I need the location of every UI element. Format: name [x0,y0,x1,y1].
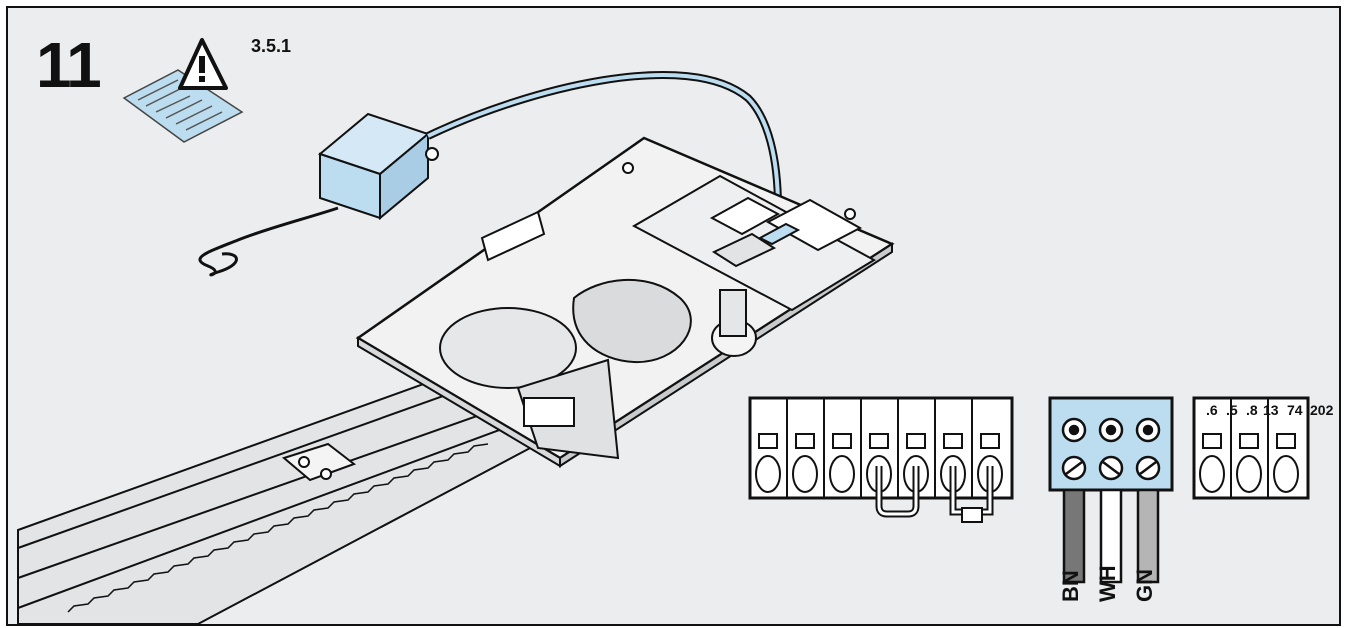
power-supply-unit [317,112,439,221]
illustration-frame: 11 3.5.1 [6,6,1341,626]
terminal-block-main [748,396,1014,523]
diagram-svg [17,38,895,624]
wire-green [1136,488,1160,584]
manual-warning-icon [122,38,244,143]
terminal-label-6: 202 [1310,402,1334,418]
wire-white [1099,488,1123,584]
guide-rail [17,366,571,624]
wire-label-bn: BN [1058,570,1083,602]
terminal-label-1: .6 [1206,402,1218,418]
wire-label-gn: GN [1132,569,1157,602]
terminal-label-3: .8 [1246,402,1258,418]
low-voltage-cable [427,72,780,209]
wire-brown [1062,488,1086,584]
motor-gearbox [439,279,757,460]
mains-cable [198,206,339,277]
wire-label-wh: WH [1095,565,1120,602]
terminal-label-4: 13 [1263,402,1279,418]
terminal-block-power [1048,396,1174,584]
terminal-label-2: .5 [1226,402,1238,418]
control-board [631,174,876,312]
section-reference: 3.5.1 [251,36,292,56]
terminal-block-accessory [1192,396,1310,500]
step-number: 11 [36,29,102,101]
terminal-label-5: 74 [1287,402,1303,418]
